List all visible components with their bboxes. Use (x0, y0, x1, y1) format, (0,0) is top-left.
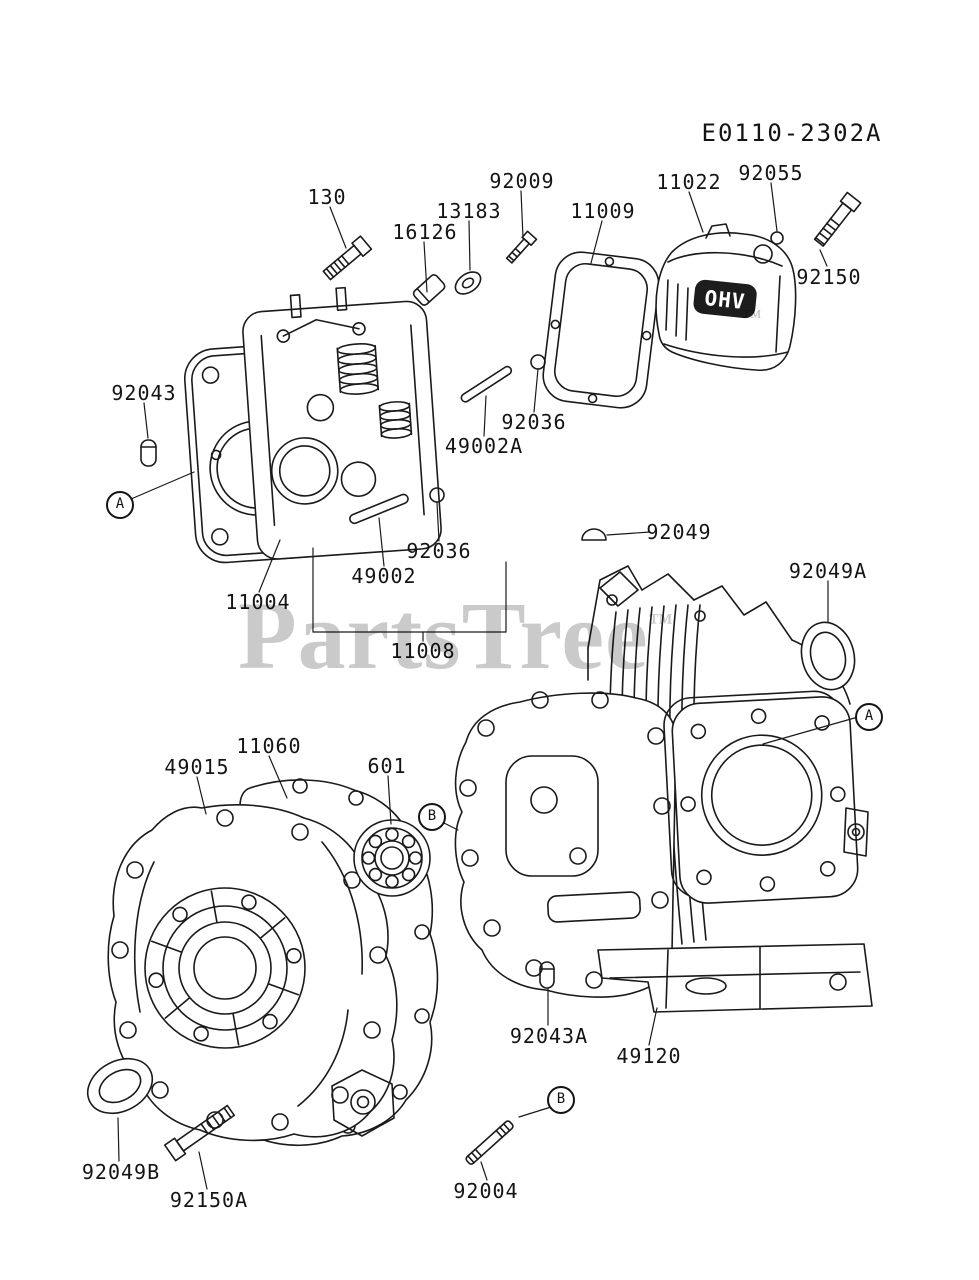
callout-49120: 49120 (616, 1044, 682, 1068)
circlip-92036-upper-drawing (530, 354, 546, 370)
dowel-pin-92043-drawing (140, 439, 157, 467)
collet-13183-drawing (454, 271, 482, 295)
callout-11008: 11008 (390, 639, 456, 663)
callout-49015: 49015 (164, 755, 230, 779)
bearing-601-drawing (353, 819, 431, 897)
callout-92049: 92049 (646, 520, 712, 544)
reference-circle-b-left: B (418, 803, 446, 831)
callout-11022: 11022 (656, 170, 722, 194)
oil-seal-92049a-drawing (800, 621, 856, 691)
bolt-92150-drawing (813, 191, 862, 247)
callout-92150: 92150 (796, 265, 862, 289)
callout-601: 601 (367, 754, 407, 778)
callout-92036-lower: 92036 (406, 539, 472, 563)
stud-92004-drawing (465, 1120, 514, 1165)
bolt-130-drawing (322, 235, 373, 281)
screw-92009-drawing (505, 230, 538, 264)
crankcase-49120-drawing (454, 565, 873, 1013)
valve-cap-16126-drawing (412, 274, 446, 306)
callout-92009: 92009 (489, 169, 555, 193)
cylinder-head-drawing (242, 286, 442, 560)
reference-circle-b-bottom: B (547, 1086, 575, 1114)
circlip-92036-lower-drawing (429, 487, 445, 503)
valve-cover-11022-drawing: OHV (655, 223, 797, 371)
callout-92055: 92055 (738, 161, 804, 185)
push-rod-49002-drawing (349, 493, 409, 525)
cap-92055-drawing (770, 231, 784, 245)
callout-16126: 16126 (392, 220, 458, 244)
valve-cover-gasket-11009-drawing (542, 251, 660, 409)
push-rod-49002a-drawing (460, 365, 513, 403)
leader-lines (117, 182, 859, 1190)
callout-92049a: 92049A (788, 559, 868, 583)
bolt-92150a-drawing (163, 1104, 236, 1162)
callout-11060: 11060 (236, 734, 302, 758)
reference-circle-a-right: A (855, 703, 883, 731)
callout-92150a: 92150A (169, 1188, 249, 1212)
valve-spring-upper (336, 343, 380, 395)
ohv-logo-text: OHV (703, 286, 746, 314)
callout-11004: 11004 (225, 590, 291, 614)
callout-92049b: 92049B (81, 1160, 161, 1184)
oil-seal-92049b-drawing (86, 1057, 154, 1115)
callout-49002: 49002 (351, 564, 417, 588)
callout-92043a: 92043A (509, 1024, 589, 1048)
callout-92043: 92043 (111, 381, 177, 405)
callout-49002a: 49002A (444, 434, 524, 458)
callout-11009: 11009 (570, 199, 636, 223)
dowel-pin-92043a-drawing (539, 961, 555, 989)
valve-spring-lower (378, 401, 413, 439)
reference-circle-a-left: A (106, 491, 134, 519)
callout-92036-upper: 92036 (501, 410, 567, 434)
diagram-code: E0110-2302A (701, 119, 883, 147)
plug-92049-drawing (581, 528, 607, 541)
callout-92004: 92004 (453, 1179, 519, 1203)
callout-130: 130 (307, 185, 347, 209)
callout-13183: 13183 (436, 199, 502, 223)
